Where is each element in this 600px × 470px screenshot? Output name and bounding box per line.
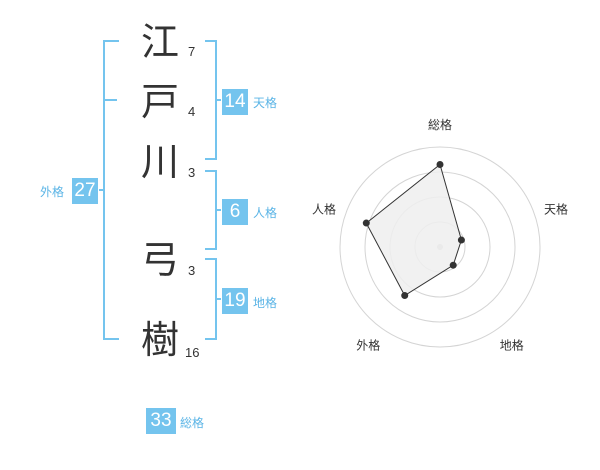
radar-point-4 [401,292,409,300]
name-char-2: 戸 [141,80,180,124]
radar-area [365,163,462,297]
chikaku-badge: 19 [222,288,248,314]
radar-axis-label-3: 地格 [500,338,524,353]
gaikaku-inner-tick [103,99,117,101]
tenkaku-label: 天格 [253,96,278,110]
radar-axis-label-4: 外格 [356,338,380,353]
name-char-5: 樹 [141,318,180,362]
radar-axis-label-1: 総格 [428,117,452,132]
stroke-count-5: 16 [185,345,200,360]
jinkaku-badge: 6 [222,199,248,225]
tenkaku-tick [217,99,221,101]
radar-axis-label-2: 天格 [544,201,568,216]
tenkaku-bracket [205,40,217,160]
stroke-count-4: 3 [188,263,196,278]
soukaku-badge: 33 [146,408,176,434]
stroke-count-3: 3 [188,165,196,180]
stroke-count-2: 4 [188,104,196,119]
gaikaku-outer-tick [99,189,105,191]
radar-point-3 [449,261,457,269]
name-char-3: 川 [141,140,180,184]
jinkaku-label: 人格 [253,206,278,220]
radar-axis-label-5: 人格 [312,201,336,216]
jinkaku-bracket [205,170,217,250]
chikaku-bracket [205,258,217,340]
radar-points [362,161,465,300]
name-char-1: 江 [141,20,180,64]
gaikaku-label: 外格 [40,185,65,199]
radar-point-1 [436,161,444,168]
chikaku-label: 地格 [253,296,278,310]
name-char-4: 弓 [141,238,180,282]
radar-point-2 [457,236,465,244]
tenkaku-badge: 14 [222,89,248,115]
gaikaku-bracket [103,40,119,340]
chikaku-tick [217,298,221,300]
gaikaku-badge: 27 [72,178,98,204]
stroke-count-1: 7 [188,44,196,59]
soukaku-label: 総格 [180,416,205,430]
radar-point-5 [362,219,370,227]
radar-ring [339,146,541,348]
jinkaku-tick [217,209,221,211]
